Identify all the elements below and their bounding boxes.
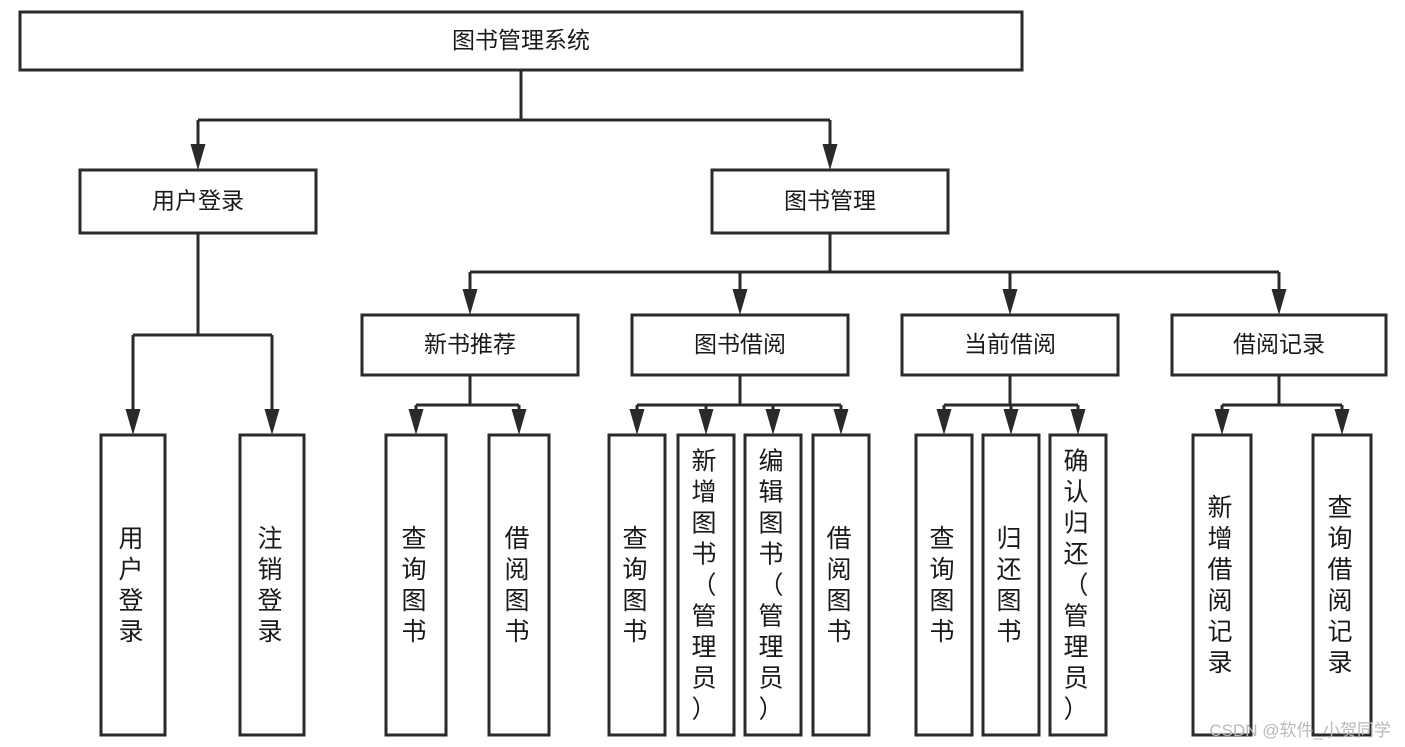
node-box-leaf-return-book — [981, 433, 1041, 737]
node-leaf-borrow-book-recommend[interactable]: 借阅图书 — [487, 433, 551, 737]
node-leaf-query-book-recommend[interactable]: 查询图书 — [384, 433, 448, 737]
connector-new-book-recommend-to-leaves — [408, 375, 527, 435]
node-label-leaf-query-book-current: 查询图书 — [929, 525, 958, 646]
node-box-book-borrow — [630, 313, 850, 377]
node-box-new-book-recommend — [360, 313, 580, 377]
node-leaf-user-login[interactable]: 用户登录 — [99, 433, 167, 737]
node-book-management[interactable]: 图书管理 — [710, 168, 950, 235]
node-label-leaf-edit-book-admin: 编辑图书（管理员） — [758, 448, 787, 724]
node-label-leaf-borrow-book-recommend: 借阅图书 — [504, 525, 533, 646]
node-leaf-query-book-borrow[interactable]: 查询图书 — [607, 433, 667, 737]
connector-book-management-to-level3 — [462, 233, 1287, 315]
node-box-leaf-query-borrow-record — [1311, 433, 1373, 737]
node-label-leaf-add-book-admin: 新增图书（管理员） — [691, 448, 720, 724]
node-box-leaf-add-borrow-record — [1191, 433, 1253, 737]
node-label-borrow-records: 借阅记录 — [1233, 331, 1325, 357]
node-label-current-borrow: 当前借阅 — [964, 331, 1056, 357]
node-box-leaf-query-book-current — [914, 433, 974, 737]
node-leaf-confirm-return-admin[interactable]: 确认归还（管理员） — [1048, 433, 1108, 737]
connector-layer — [125, 70, 1350, 435]
node-leaf-query-book-current[interactable]: 查询图书 — [914, 433, 974, 737]
node-box-leaf-confirm-return-admin — [1048, 433, 1108, 737]
node-label-leaf-add-borrow-record: 新增借阅记录 — [1207, 494, 1236, 677]
node-box-leaf-borrow-book — [811, 433, 871, 737]
node-book-borrow[interactable]: 图书借阅 — [630, 313, 850, 377]
node-box-leaf-query-book-borrow — [607, 433, 667, 737]
node-borrow-records[interactable]: 借阅记录 — [1170, 313, 1388, 377]
node-label-leaf-borrow-book: 借阅图书 — [826, 525, 855, 646]
connector-borrow-records-to-leaves — [1214, 375, 1350, 435]
node-leaf-add-borrow-record[interactable]: 新增借阅记录 — [1191, 433, 1253, 737]
csdn-watermark: CSDN @软件_小贺同学 — [1209, 721, 1391, 740]
connector-user-login-to-leaves — [125, 233, 280, 435]
connector-root-to-level2 — [190, 70, 838, 170]
node-box-root — [18, 10, 1024, 72]
node-leaf-borrow-book[interactable]: 借阅图书 — [811, 433, 871, 737]
node-label-book-management: 图书管理 — [784, 188, 876, 214]
node-leaf-query-borrow-record[interactable]: 查询借阅记录 — [1311, 433, 1373, 737]
node-box-current-borrow — [900, 313, 1120, 377]
node-box-user-login — [78, 168, 318, 235]
node-label-root: 图书管理系统 — [452, 27, 590, 53]
node-box-book-management — [710, 168, 950, 235]
node-leaf-return-book[interactable]: 归还图书 — [981, 433, 1041, 737]
node-label-leaf-confirm-return-admin: 确认归还（管理员） — [1063, 448, 1092, 724]
node-root[interactable]: 图书管理系统 — [18, 10, 1024, 72]
node-label-new-book-recommend: 新书推荐 — [424, 331, 516, 357]
node-leaf-edit-book-admin[interactable]: 编辑图书（管理员） — [743, 433, 803, 737]
node-user-login[interactable]: 用户登录 — [78, 168, 318, 235]
node-new-book-recommend[interactable]: 新书推荐 — [360, 313, 580, 377]
node-box-leaf-edit-book-admin — [743, 433, 803, 737]
node-box-leaf-query-book-recommend — [384, 433, 448, 737]
connector-current-borrow-to-leaves — [936, 375, 1086, 435]
node-label-book-borrow: 图书借阅 — [694, 331, 786, 357]
node-leaf-logout[interactable]: 注销登录 — [238, 433, 306, 737]
node-label-user-login: 用户登录 — [152, 188, 244, 214]
node-label-leaf-user-login: 用户登录 — [118, 525, 147, 646]
node-box-leaf-borrow-book-recommend — [487, 433, 551, 737]
connector-book-borrow-to-leaves — [629, 375, 849, 435]
node-box-leaf-add-book-admin — [676, 433, 736, 737]
node-label-leaf-query-book-borrow: 查询图书 — [622, 525, 651, 646]
node-leaf-add-book-admin[interactable]: 新增图书（管理员） — [676, 433, 736, 737]
node-label-leaf-query-book-recommend: 查询图书 — [401, 525, 430, 646]
node-current-borrow[interactable]: 当前借阅 — [900, 313, 1120, 377]
node-label-leaf-return-book: 归还图书 — [996, 525, 1025, 646]
node-box-borrow-records — [1170, 313, 1388, 377]
node-label-leaf-logout: 注销登录 — [257, 525, 286, 646]
node-box-leaf-user-login — [99, 433, 167, 737]
node-box-leaf-logout — [238, 433, 306, 737]
node-layer: 图书管理系统用户登录图书管理新书推荐图书借阅当前借阅借阅记录用户登录注销登录查询… — [18, 10, 1388, 737]
node-label-leaf-query-borrow-record: 查询借阅记录 — [1327, 494, 1356, 677]
